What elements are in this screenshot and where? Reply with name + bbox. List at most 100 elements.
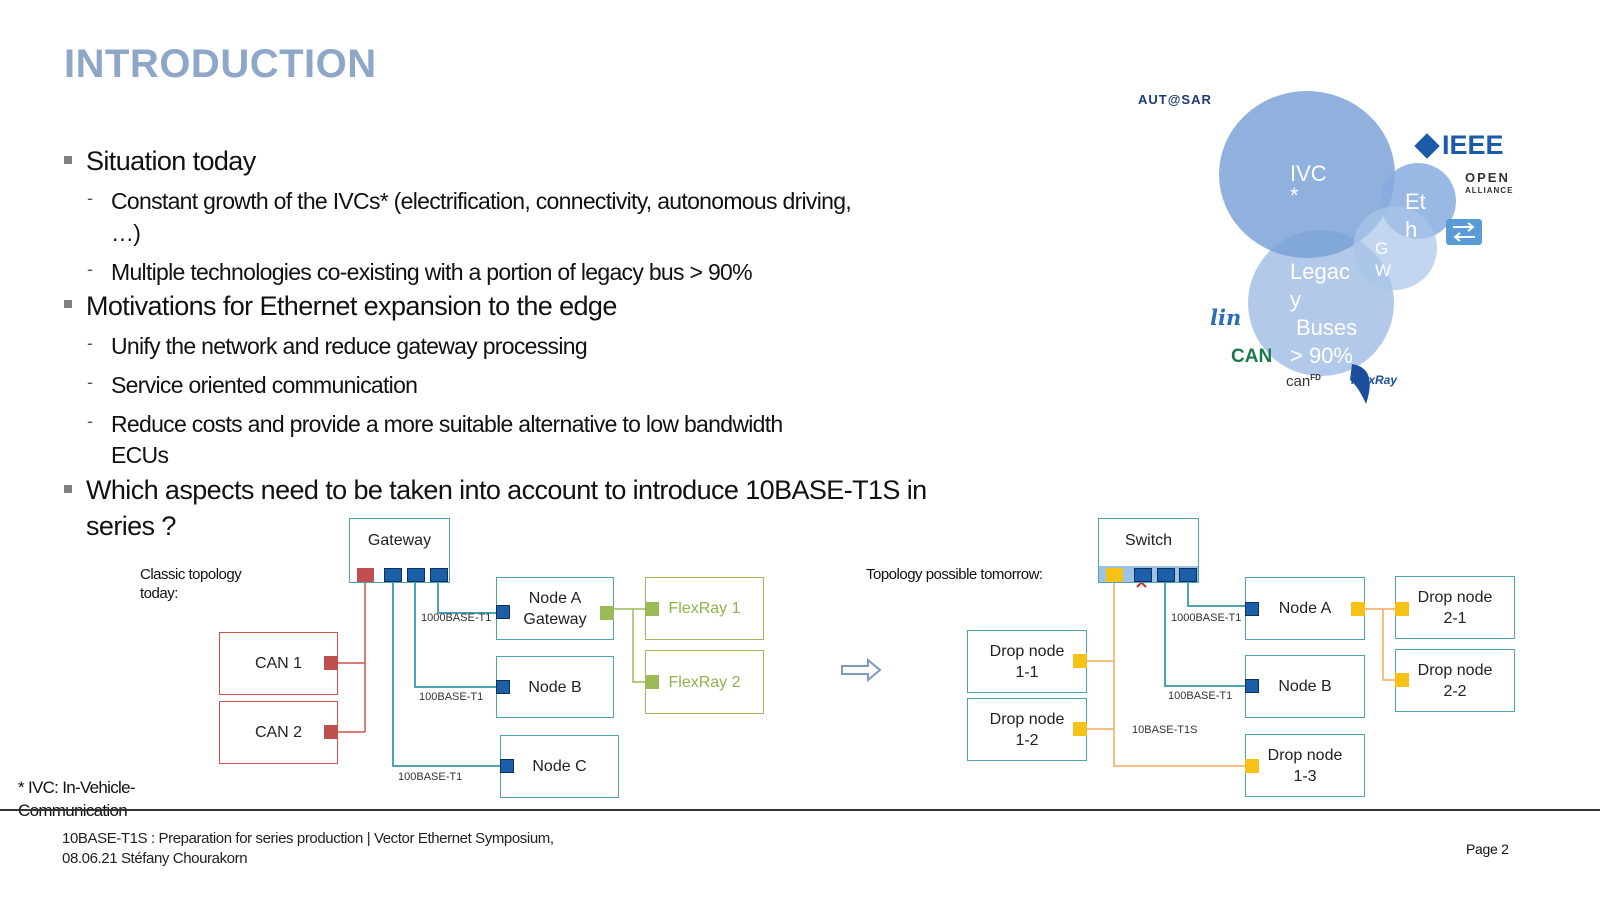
drop-node-1-2-box: Drop node 1-2 [967,698,1087,761]
node-b-label: Node B [528,678,582,696]
sub-bullet-service: Service oriented communication [111,372,418,398]
switch-link-label-10base-t1s: 10BASE-T1S [1132,724,1198,736]
flexray1-port [645,602,659,616]
node-a-port [496,605,510,619]
bullet-marker [64,485,72,493]
can2-label: CAN 2 [254,724,303,741]
gw-text-1: G [1375,239,1389,258]
node-c-label: Node C [532,758,587,775]
switch-link-label-1000base-t1: 1000BASE-T1 [1171,612,1242,624]
transition-arrow-icon [841,657,882,683]
can1-label: CAN 1 [254,655,303,672]
gateway-label: Gateway [367,532,432,549]
ivc-bubble-label: IVC * [1290,163,1327,207]
drop-node-2-2-port [1395,673,1409,687]
gateway-can-port [357,568,374,582]
switch-label: Switch [1124,532,1173,549]
can-fd-logo: canFD [1286,373,1321,390]
link-label-100base-t1-b: 100BASE-T1 [419,691,484,703]
node-a-flexray-port [600,606,614,620]
classic-caption: Classic topology today: [140,565,242,603]
switch-port-1 [1134,568,1152,582]
flexray-logo: FlexRay [1348,360,1408,404]
drop-node-1-2-port [1073,722,1087,736]
eth-text-2: h [1405,217,1418,242]
node-b-port [496,680,510,694]
flexray2-box: FlexRay 2 [645,650,764,714]
autosar-logo: AUT@SAR [1138,92,1212,107]
drop-node-1-3-label: Drop node [1267,746,1343,764]
switch-port-2 [1157,568,1175,582]
can1-port [324,656,338,670]
ethernet-switch-icon [1446,219,1482,245]
classic-caption-line2: today: [140,585,178,602]
drop-node-1-2-label: Drop node [989,710,1065,728]
drop-node-2-2-label: Drop node [1417,661,1493,679]
ivc-footnote: * IVC: In-Vehicle- Communication [18,776,136,822]
footnote-line1: * IVC: In-Vehicle- [18,778,136,797]
open-alliance-logo: OPEN ALLIANCE [1465,171,1513,197]
open-alliance-text-1: OPEN [1465,170,1510,185]
tomorrow-node-a-label: Node A [1278,600,1332,617]
flexray-text: FlexRay [1351,373,1398,387]
node-a-label: Node A [528,589,582,607]
sub-bullet-unify: Unify the network and reduce gateway pro… [111,333,588,359]
classic-caption-line1: Classic topology [140,566,242,583]
tomorrow-node-b-box: Node B [1245,655,1365,718]
legacy-text-1: Legac [1290,259,1350,284]
bullet-motivations: Motivations for Ethernet expansion to th… [86,291,617,321]
sub-bullet-technologies: Multiple technologies co-existing with a… [111,259,753,285]
drop-node-1-1-port [1073,654,1087,668]
can-fd-text: can [1286,373,1311,390]
eth-bubble-label: Et h [1405,188,1426,244]
flexray-swoosh-icon [1350,364,1370,404]
gw-text-2: W [1375,261,1392,280]
flexray1-label: FlexRay 1 [668,600,741,617]
bullet-aspects: Which aspects need to be taken into acco… [86,475,927,505]
bullet-aspects-cont: series ? [86,511,176,541]
ivc-text: IVC [1290,161,1327,186]
flexray1-box: FlexRay 1 [645,577,764,640]
switch-t1s-port [1106,568,1123,582]
lin-logo: lin [1210,305,1242,330]
flexray2-port [645,675,659,689]
drop-node-1-1-id: 1-1 [1015,663,1039,681]
sub-bullet-costs-cont: ECUs [111,442,169,468]
node-c-port [500,759,514,773]
legacy-bubble-label: Legac y Buses > 90% [1290,258,1357,370]
bullet-marker [64,300,72,308]
drop-node-1-2-id: 1-2 [1015,731,1039,749]
dash-marker: - [87,188,93,208]
tomorrow-node-b-port [1245,679,1259,693]
switch-link-label-100base-t1: 100BASE-T1 [1168,690,1233,702]
legacy-text-2: y [1290,287,1301,312]
gateway-port-2 [407,568,425,582]
tomorrow-caption: Topology possible tomorrow: [866,566,1043,583]
footer-text: 10BASE-T1S : Preparation for series prod… [62,829,554,869]
bullet-situation: Situation today [86,146,256,176]
gw-bubble-label: G W [1375,238,1391,282]
can2-port [324,725,338,739]
tomorrow-node-a-t1s-port [1351,602,1365,616]
drop-node-2-1-label: Drop node [1417,588,1493,606]
node-c-box: Node C [500,735,619,798]
footer-divider [0,809,1600,811]
flexray2-label: FlexRay 2 [668,673,741,691]
drop-node-2-1-port [1395,602,1409,616]
dash-marker: - [87,411,93,431]
ieee-text: IEEE [1442,130,1504,160]
page-title: INTRODUCTION [64,42,377,86]
dash-marker: - [87,333,93,353]
footer-line2: 08.06.21 Stéfany Chourakorn [62,850,248,867]
t1s-links [1086,582,1400,767]
tomorrow-node-b-label: Node B [1278,678,1332,695]
gateway-ethernet-links [392,582,500,767]
switch-arrows-icon [1453,222,1475,242]
node-a-gateway-label: Gateway [523,610,587,628]
dash-marker: - [87,372,93,392]
gw-bubble [1353,206,1437,290]
sub-bullet-costs: Reduce costs and provide a more suitable… [111,411,783,437]
